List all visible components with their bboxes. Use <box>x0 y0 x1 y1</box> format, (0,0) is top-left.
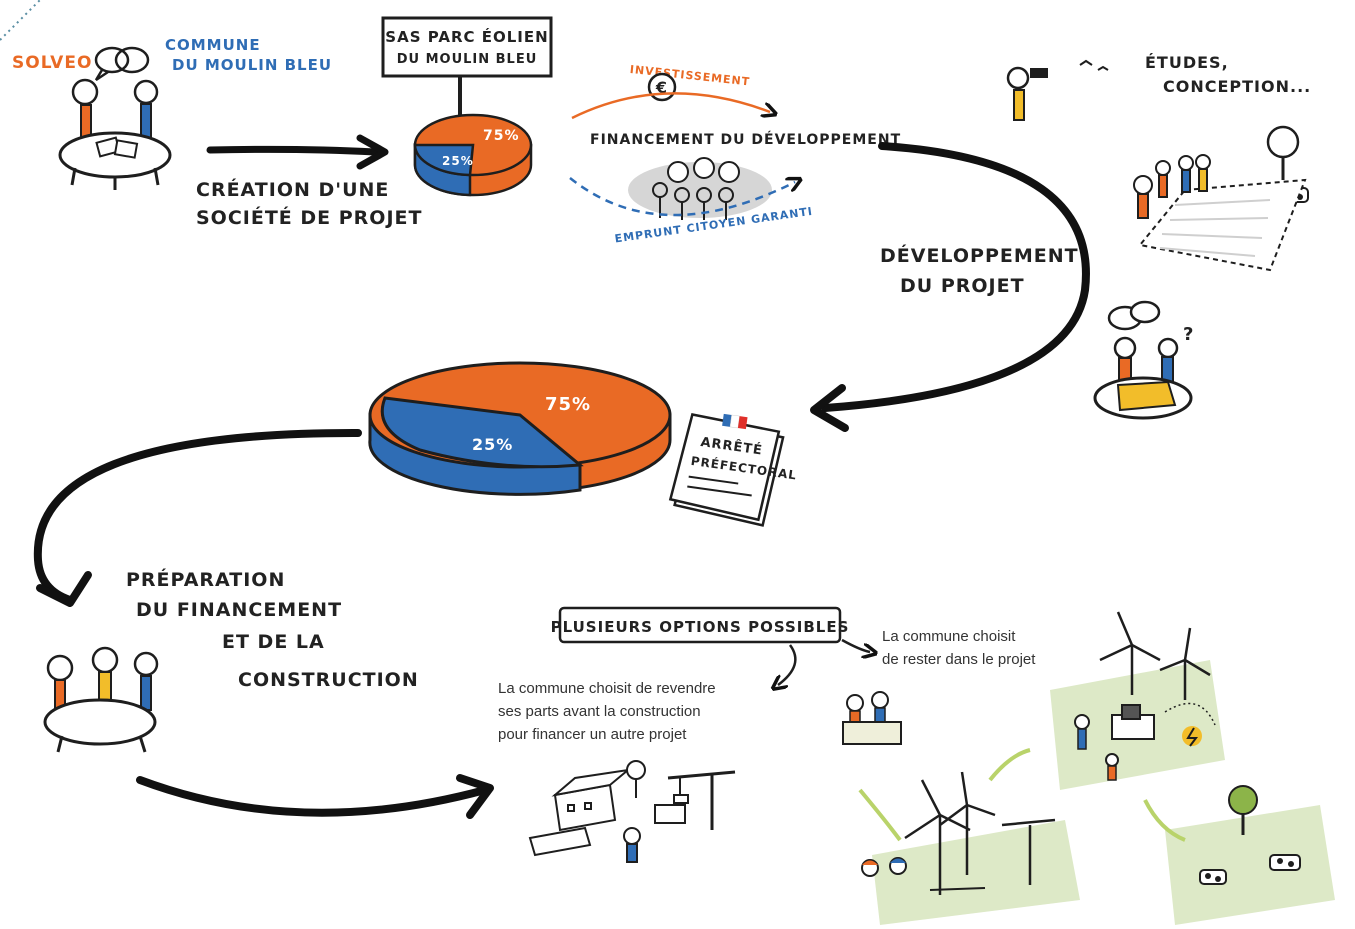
tree-icon <box>626 760 646 780</box>
citizens-coins <box>667 157 740 183</box>
computer-icon <box>1121 704 1141 720</box>
prefectoral-order-document: ARRÊTÉ PRÉFECTORAL <box>668 413 798 527</box>
preparation-meeting <box>43 646 159 753</box>
development-label-line1: DÉVELOPPEMENT <box>880 244 1079 267</box>
investment-label: INVESTISSEMENT <box>629 63 751 89</box>
creation-label-line1: CRÉATION D'UNE <box>196 178 389 201</box>
commune-label-line1: COMMUNE <box>165 36 261 54</box>
option-stay-line2: de rester dans le projet <box>882 651 1036 668</box>
speech-bubbles-icon <box>94 46 150 82</box>
turbine-blade <box>528 826 592 857</box>
option-sell-line3: pour financer un autre projet <box>498 726 687 743</box>
arrow-construction <box>136 776 489 817</box>
commune-label-line2: DU MOULIN BLEU <box>172 56 332 74</box>
birds-icon <box>1079 59 1109 71</box>
citizen-loan-arrow <box>569 178 795 217</box>
arrow-creation <box>206 145 379 156</box>
construction-site <box>528 760 736 863</box>
person-commune <box>133 79 159 141</box>
binoculars-icon <box>1006 66 1048 121</box>
crane-icon <box>667 770 736 830</box>
small-pie-commune-slice <box>413 143 475 177</box>
meeting-scene: SOLVEO COMMUNE DU MOULIN BLEU <box>12 36 332 190</box>
company-sign-line1: SAS PARC ÉOLIEN <box>385 27 548 46</box>
prep-label-line2: DU FINANCEMENT <box>136 599 342 621</box>
option-sell-line2: ses parts avant la construction <box>498 703 701 720</box>
tree-icon <box>1266 125 1300 180</box>
citizens-group <box>652 182 734 220</box>
options-block: PLUSIEURS OPTIONS POSSIBLES La commune c… <box>498 606 1036 743</box>
wind-turbine-icon <box>1099 611 1211 700</box>
person-solveo <box>71 78 99 141</box>
large-pie-commune-slice <box>380 396 584 469</box>
options-title-box <box>558 606 842 644</box>
large-pie-label-75: 75% <box>545 394 591 415</box>
large-pie-label-25: 25% <box>472 435 513 454</box>
solveo-label: SOLVEO <box>12 53 92 73</box>
tree-icon <box>1228 785 1258 815</box>
small-pie-label-75: 75% <box>483 128 520 144</box>
field-turbines <box>872 820 1080 925</box>
crane-icon <box>1001 818 1056 885</box>
arrow-development <box>821 142 1090 412</box>
documents-icon <box>95 136 139 159</box>
french-flag-icon <box>722 413 748 430</box>
land-lines <box>1159 199 1271 257</box>
small-pie-label-25: 25% <box>442 154 474 168</box>
surveyor-group <box>1133 154 1211 219</box>
studies-label-line1: ÉTUDES, <box>1145 53 1229 72</box>
financing-block: INVESTISSEMENT € FINANCEMENT DU DÉVELOPP… <box>569 63 901 245</box>
consultation-scene: ? <box>1093 300 1194 420</box>
cow-icon <box>1269 854 1301 871</box>
field-cows <box>1165 805 1335 925</box>
svg-text:€: € <box>655 78 668 97</box>
development-label-line2: DU PROJET <box>900 275 1025 297</box>
question-mark: ? <box>1183 324 1194 345</box>
option-sell-line1: La commune choisit de revendre <box>498 680 716 697</box>
small-pie-chart: 75% 25% <box>413 113 533 197</box>
wind-farm-scene <box>842 611 1335 925</box>
studies-scene: ÉTUDES, CONCEPTION... <box>1006 53 1311 272</box>
company-sign-line2: DU MOULIN BLEU <box>397 52 538 67</box>
prep-label-line1: PRÉPARATION <box>126 568 285 591</box>
wind-turbine-icon <box>904 771 996 895</box>
financing-title: FINANCEMENT DU DÉVELOPPEMENT <box>590 131 901 148</box>
company-sign: SAS PARC ÉOLIEN DU MOULIN BLEU <box>381 16 553 122</box>
option-stay-line1: La commune choisit <box>882 628 1016 645</box>
prep-label-line3: ET DE LA <box>222 631 325 653</box>
large-pie-chart: 75% 25% <box>368 361 672 496</box>
options-title: PLUSIEURS OPTIONS POSSIBLES <box>551 618 850 636</box>
studies-label-line2: CONCEPTION... <box>1163 77 1311 96</box>
prep-label-line4: CONSTRUCTION <box>238 669 419 691</box>
speech-bubbles-icon <box>1107 300 1161 331</box>
investment-arrow <box>571 92 770 120</box>
map-on-table <box>1116 380 1177 412</box>
citizens-holding-plan <box>842 691 902 745</box>
lightning-icon <box>1182 726 1202 746</box>
cow-icon <box>1199 869 1227 885</box>
land-plot <box>1138 178 1307 272</box>
corner-dots <box>0 0 41 41</box>
creation-label-line2: SOCIÉTÉ DE PROJET <box>196 206 422 229</box>
arrow-preparation <box>33 428 362 604</box>
